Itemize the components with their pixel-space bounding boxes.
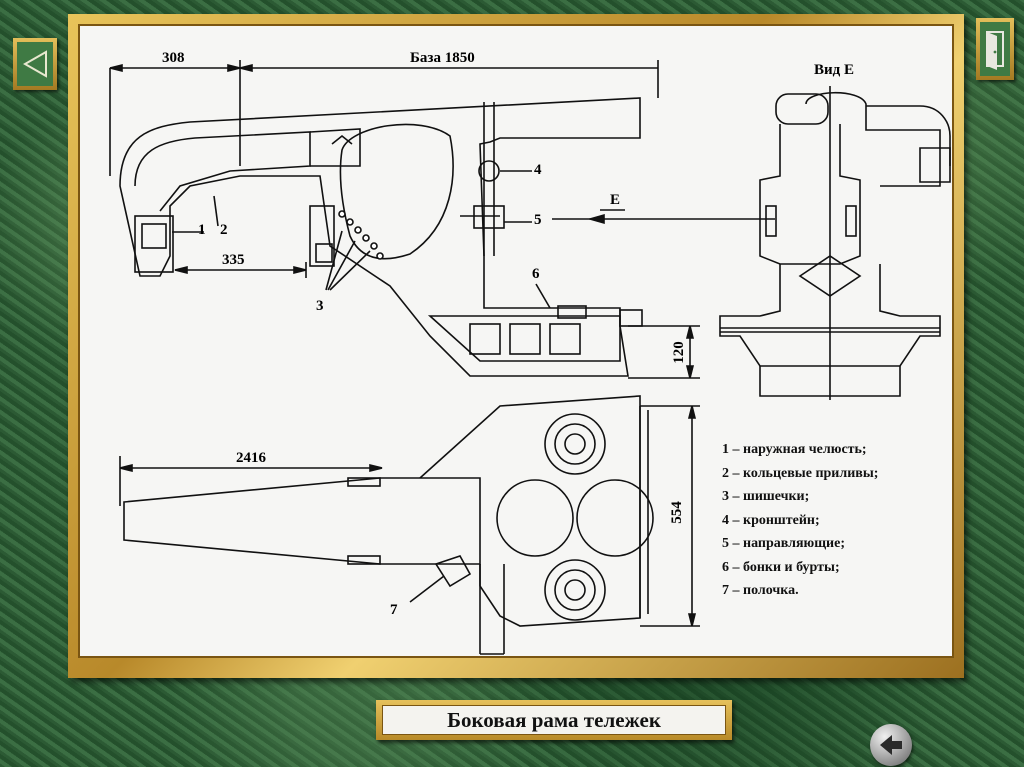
bogie-side-frame-drawing (109, 60, 951, 655)
legend-item-1: 1 – наружная челюсть; (722, 442, 867, 457)
triangle-left-icon (22, 50, 47, 78)
arrow-e-label: Е (610, 192, 621, 208)
legend-item-2: 2 – кольцевые приливы; (722, 465, 879, 481)
legend-item-5: 5 – направляющие; (722, 536, 845, 551)
door-exit-icon (986, 31, 1004, 70)
dimension-554: 554 (668, 501, 685, 524)
dimension-335: 335 (222, 252, 245, 268)
callout-4: 4 (534, 162, 542, 178)
callout-7: 7 (390, 602, 398, 618)
callout-3: 3 (316, 298, 324, 314)
callout-5: 5 (534, 212, 542, 228)
slide-title-plate: Боковая рама тележек (376, 700, 732, 740)
slide-frame: 308 База 1850 Вид Е 335 120 2416 554 Е 1… (68, 14, 964, 678)
dimension-308: 308 (162, 50, 185, 66)
legend: 1 – наружная челюсть; 2 – кольцевые прил… (722, 438, 878, 603)
view-e-label: Вид Е (814, 62, 854, 78)
dimension-120: 120 (670, 341, 687, 364)
dimension-base-1850: База 1850 (410, 50, 475, 66)
exit-button[interactable] (976, 18, 1014, 80)
previous-slide-button[interactable] (13, 38, 57, 90)
drawing-panel: 308 База 1850 Вид Е 335 120 2416 554 Е 1… (78, 24, 954, 658)
back-button[interactable] (870, 724, 912, 766)
slide-title: Боковая рама тележек (382, 705, 726, 735)
legend-item-3: 3 – шишечки; (722, 489, 810, 504)
legend-item-7: 7 – полочка. (722, 583, 799, 598)
callout-6: 6 (532, 266, 540, 282)
callout-2: 2 (220, 222, 228, 238)
legend-item-4: 4 – кронштейн; (722, 512, 820, 528)
callout-1: 1 (198, 222, 206, 238)
dimension-2416: 2416 (236, 450, 266, 466)
legend-item-6: 6 – бонки и бурты; (722, 559, 840, 575)
arrow-left-icon (880, 735, 902, 755)
